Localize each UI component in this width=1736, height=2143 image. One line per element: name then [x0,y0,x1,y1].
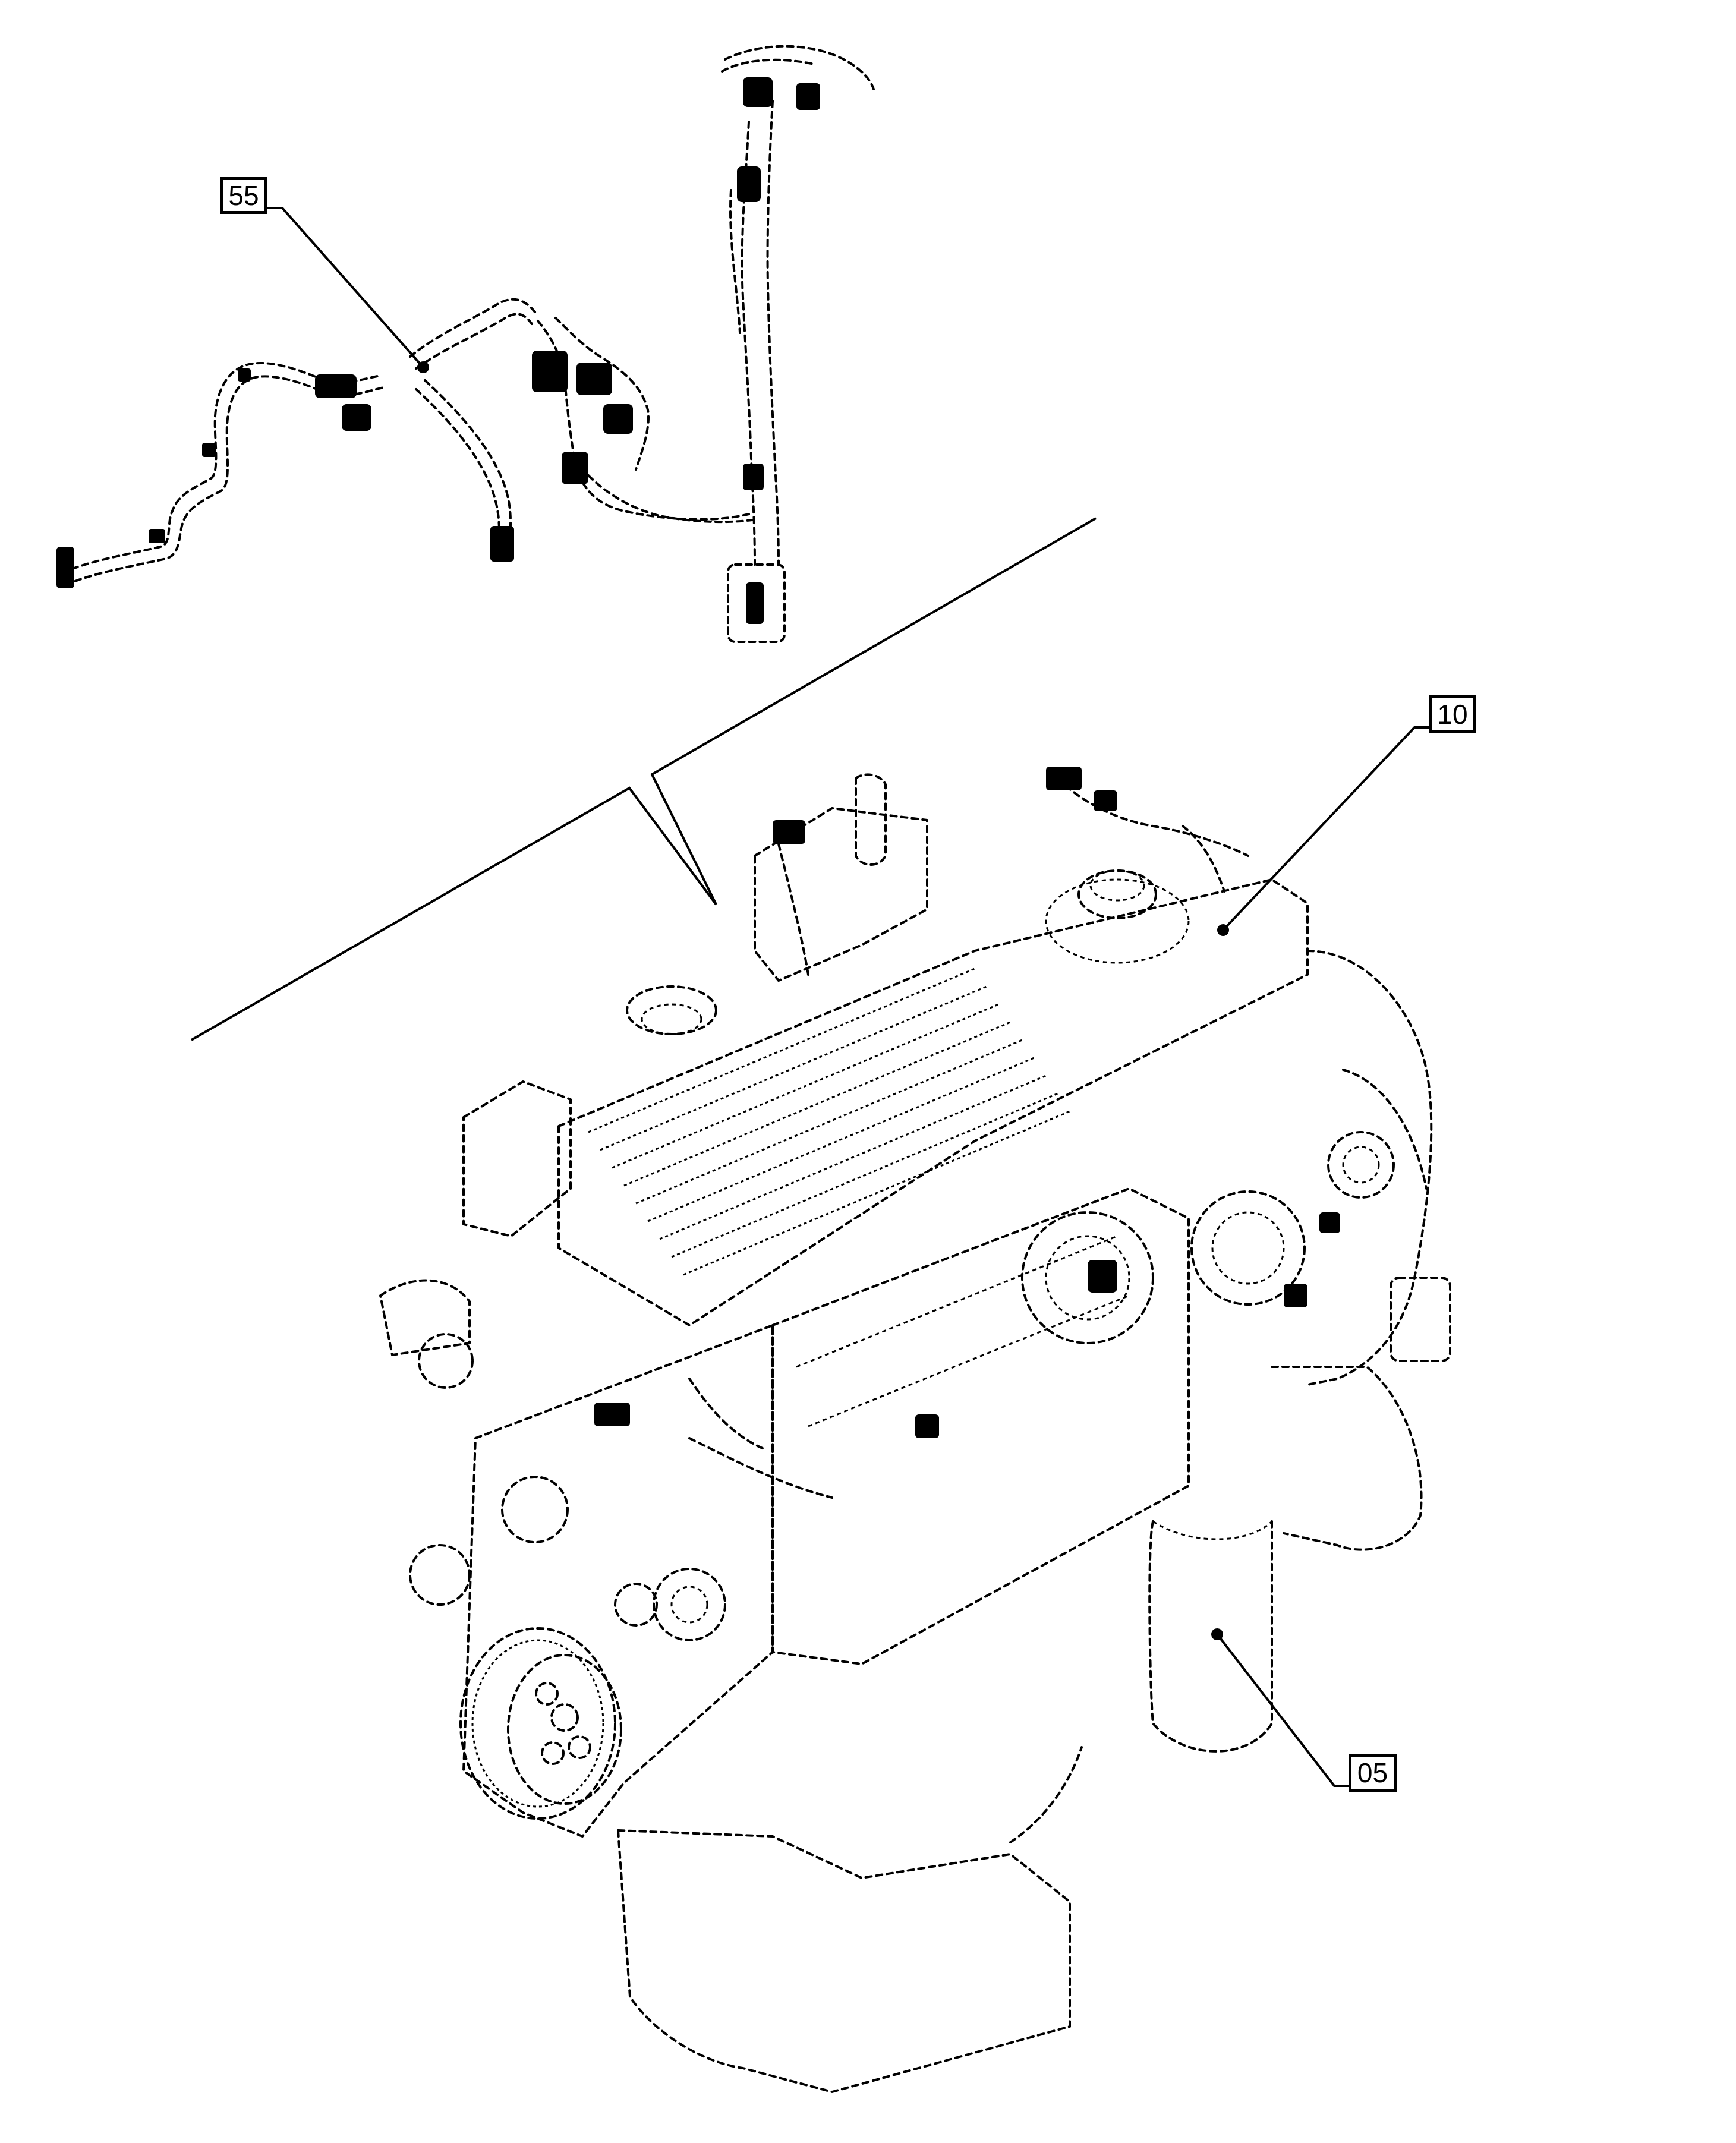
callout-55[interactable]: 55 [220,177,267,214]
anchor-dot-55 [417,361,429,373]
wiring-harness [56,45,875,643]
engine-assembly [379,767,1451,2093]
assembly-separator [191,517,1097,1041]
callout-label-05: 05 [1357,1757,1388,1788]
leader-lines [267,207,1429,1787]
anchor-dot-10 [1217,924,1229,936]
callout-10[interactable]: 10 [1429,695,1476,733]
callout-label-55: 55 [228,180,259,211]
callout-label-10: 10 [1437,699,1468,730]
callout-05[interactable]: 05 [1349,1754,1397,1792]
cover-ribs [588,967,1070,1276]
harness-connectors [56,77,820,624]
engine-harness [594,767,1340,1499]
anchor-dot-05 [1211,1628,1223,1640]
